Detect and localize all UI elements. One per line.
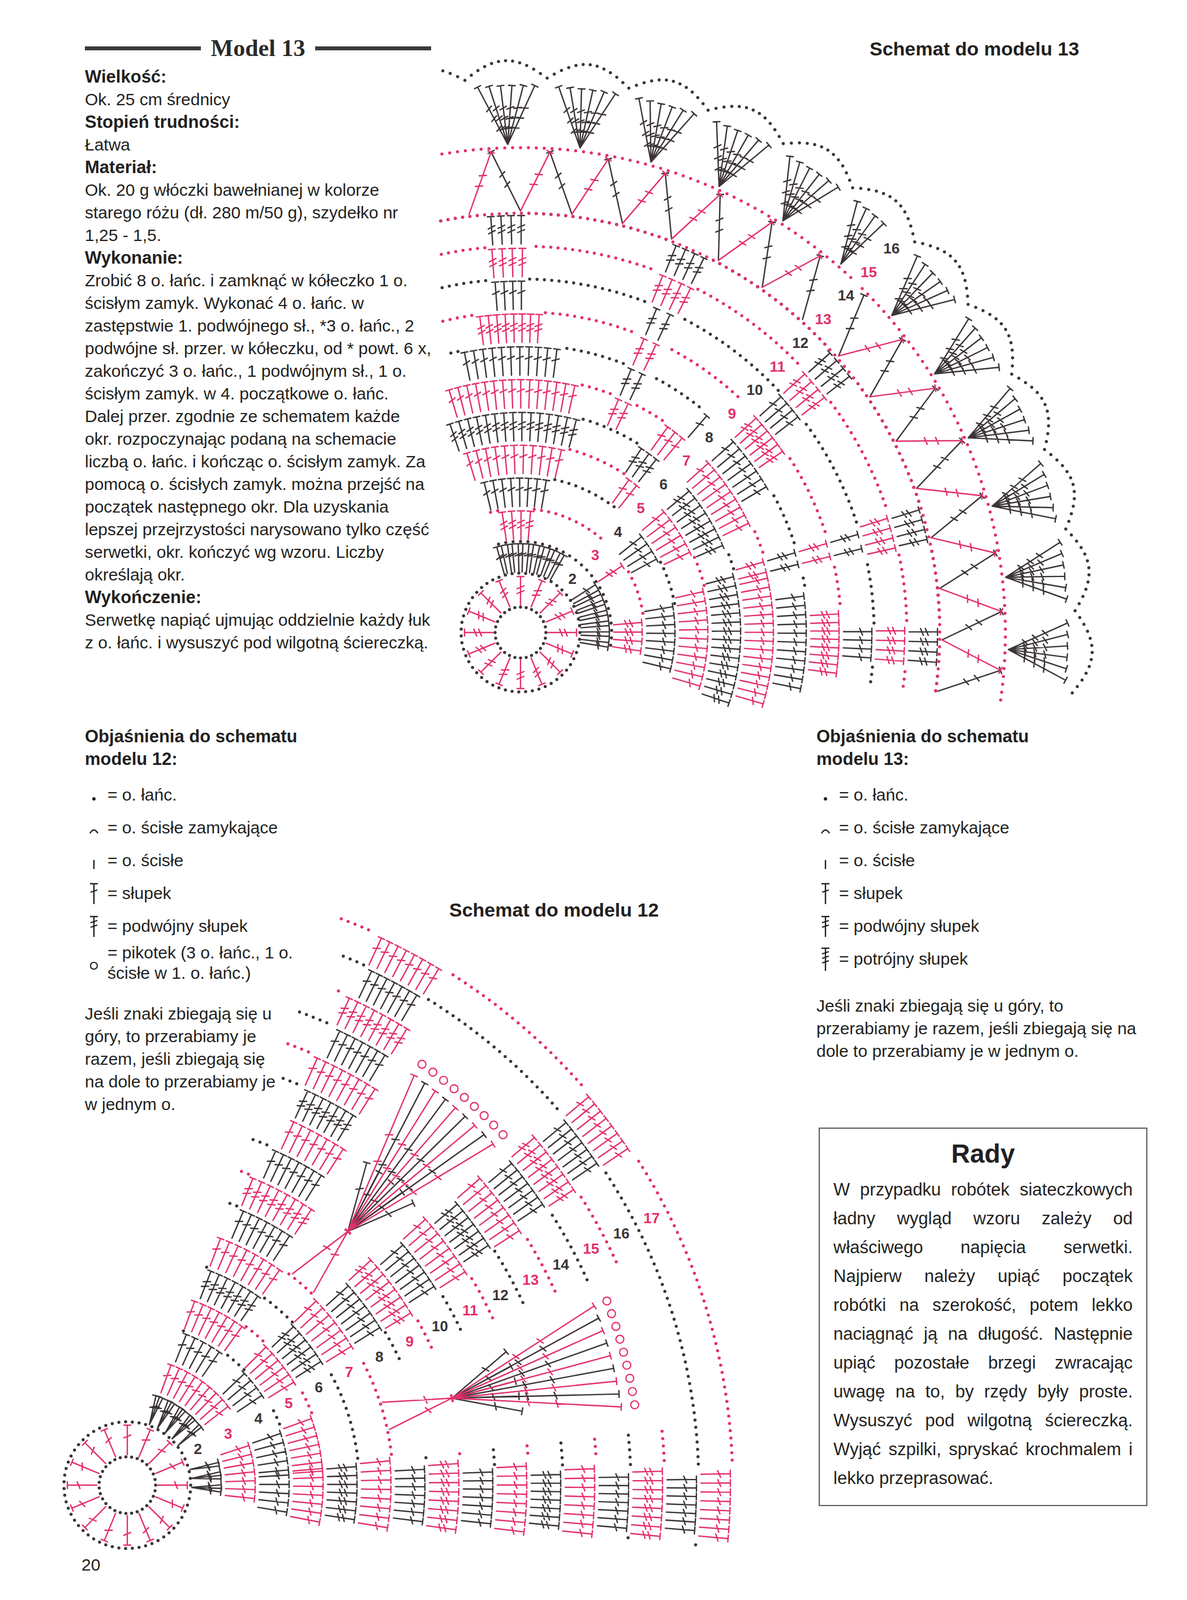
- legend-text: = o. ścisłe: [107, 850, 334, 871]
- legend-text: = o. ścisłe zamykające: [839, 817, 1156, 838]
- legend-heading: Objaśnienia do schematu modelu 12:: [84, 725, 334, 771]
- round-number: 8: [703, 428, 715, 446]
- legend-text: = potrójny słupek: [839, 948, 1156, 970]
- note-text: Jeśli znaki zbiegają się u góry, to prze…: [816, 994, 1156, 1063]
- round-number: 2: [192, 1440, 204, 1458]
- round-number: 12: [790, 334, 811, 352]
- stitch-symbol: [816, 913, 835, 940]
- round-number: 15: [858, 263, 879, 281]
- round-number: 8: [373, 1348, 385, 1366]
- round-number: 15: [581, 1240, 601, 1258]
- heading-rule: [84, 46, 201, 51]
- legend-item: = o. łańc.: [816, 778, 1156, 812]
- page-number: 20: [81, 1554, 101, 1576]
- picot-rings: [418, 1060, 639, 1409]
- model-title: Model 13: [211, 33, 306, 63]
- round-number: 10: [429, 1317, 450, 1335]
- section-text: Zrobić 8 o. łańc. i zamknąć w kółeczko 1…: [84, 269, 432, 587]
- round-number: 6: [657, 475, 670, 493]
- tip-box: Rady W przypadku robótek siateczkowych ła…: [818, 1127, 1148, 1507]
- note-text: Jeśli znaki zbiegają się u góry, to prze…: [84, 1002, 278, 1116]
- legend-item: = pikotek (3 o. łańc., 1 o. ścisłe w 1. …: [84, 942, 334, 984]
- stitch-symbol: [84, 814, 103, 841]
- round-number: 4: [252, 1409, 264, 1427]
- round-number: 3: [222, 1425, 234, 1443]
- round-number: 2: [566, 570, 578, 588]
- stitch-symbol: [816, 847, 835, 874]
- stitch-symbol: [84, 781, 103, 808]
- round-number: 7: [680, 452, 692, 470]
- round-number: 14: [836, 286, 857, 304]
- round-number: 11: [460, 1301, 480, 1319]
- legend-text: = pikotek (3 o. łańc., 1 o. ścisłe w 1. …: [107, 942, 334, 984]
- stitch-symbol: [84, 949, 103, 976]
- section-text: Łatwa: [84, 133, 432, 157]
- legend-text: = słupek: [107, 883, 334, 904]
- legend-item: = słupek: [84, 876, 334, 910]
- heading-rule: [315, 46, 432, 51]
- legend-block: Objaśnienia do schematu modelu 12: = o. ł…: [84, 725, 334, 1116]
- legend-item: = o. ścisłe zamykające: [816, 811, 1156, 845]
- round-number: 16: [611, 1224, 632, 1242]
- round-number: 3: [589, 546, 601, 564]
- section-text: Ok. 20 g włóczki bawełnianej w kolorze s…: [84, 178, 432, 247]
- legend-item: = o. ścisłe zamykające: [84, 811, 334, 845]
- tip-text: W przypadku robótek siateczkowych ładny …: [833, 1175, 1133, 1493]
- round-number: 13: [813, 310, 833, 328]
- stitch-symbol: [84, 880, 103, 907]
- round-number: 14: [551, 1256, 571, 1273]
- legend-text: = o. ścisłe zamykające: [107, 817, 334, 838]
- tip-title: Rady: [833, 1136, 1133, 1171]
- round-number: 12: [490, 1286, 511, 1304]
- round-number: 5: [282, 1394, 295, 1412]
- stitch-symbol: [816, 880, 835, 907]
- legend-text: = o. ścisłe: [839, 850, 1156, 871]
- legend-item: = potrójny słupek: [816, 942, 1156, 976]
- section-heading: Wykonanie:: [84, 246, 432, 270]
- section-heading: Stopień trudności:: [84, 110, 432, 134]
- legend-item: = o. łańc.: [84, 778, 334, 812]
- round-number: 10: [745, 381, 765, 399]
- legend-item: = słupek: [816, 876, 1156, 910]
- chart-title: Schemat do modelu 12: [449, 898, 659, 922]
- stitch-symbol: [84, 847, 103, 874]
- section-heading: Wykończenie:: [84, 586, 432, 609]
- section-heading: Wielkość:: [84, 65, 432, 89]
- model-heading: Model 13: [84, 33, 432, 63]
- round-number: 17: [641, 1209, 662, 1227]
- chart-title: Schemat do modelu 13: [869, 37, 1079, 60]
- legend-text: = słupek: [839, 883, 1156, 904]
- legend-item: = o. ścisłe: [84, 844, 334, 877]
- section-text: Serwetkę napiąć ujmując oddzielnie każdy…: [84, 608, 432, 655]
- round-number: 5: [634, 499, 647, 517]
- legend-text: = o. łańc.: [107, 784, 334, 806]
- stitch-symbol: [816, 814, 835, 841]
- section-heading: Materiał:: [84, 156, 432, 179]
- stitch-symbol: [816, 945, 835, 973]
- legend-heading: Objaśnienia do schematu modelu 13:: [816, 725, 1083, 771]
- legend-text: = podwójny słupek: [839, 915, 1156, 937]
- round-number: 13: [520, 1271, 541, 1289]
- legend-item: = o. ścisłe: [816, 844, 1156, 877]
- round-number: 6: [312, 1378, 325, 1396]
- round-number: 11: [768, 358, 788, 376]
- section-text: Ok. 25 cm średnicy: [84, 88, 432, 111]
- round-number: 9: [725, 405, 738, 423]
- text-column: Model 13Wielkość:Ok. 25 cm średnicyStopi…: [84, 33, 432, 655]
- round-number: 7: [343, 1363, 355, 1381]
- round-number: 4: [612, 523, 624, 541]
- legend-block: Objaśnienia do schematu modelu 13: = o. ł…: [816, 725, 1156, 1063]
- legend-item: = podwójny słupek: [84, 909, 334, 943]
- stitch-symbol: [816, 781, 835, 808]
- round-number: 9: [403, 1332, 416, 1350]
- stitch-symbol: [84, 913, 103, 940]
- round-number: 16: [881, 239, 902, 257]
- legend-item: = podwójny słupek: [816, 909, 1156, 943]
- legend-text: = podwójny słupek: [107, 915, 334, 937]
- legend-text: = o. łańc.: [839, 784, 1156, 806]
